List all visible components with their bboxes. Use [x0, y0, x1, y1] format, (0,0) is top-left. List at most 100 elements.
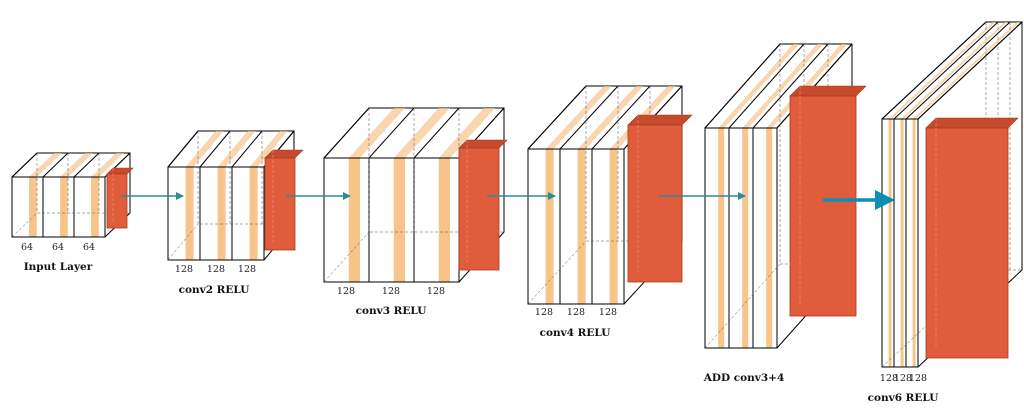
feature-slab [752, 127, 778, 349]
slab-top-stripe [742, 44, 824, 128]
hidden-edge [323, 231, 370, 283]
slab-stripe [438, 158, 450, 282]
slab-top-edge [73, 152, 100, 178]
feature-slab [728, 127, 754, 349]
dimension-label: 64 [83, 242, 95, 253]
slab-top-edge [728, 43, 805, 129]
relu-panel-top [106, 167, 134, 175]
hidden-edge [167, 223, 199, 261]
hidden-edge [704, 263, 781, 349]
dimension-label: 128 [894, 373, 912, 384]
feature-slab [11, 176, 44, 238]
relu-panel [458, 147, 500, 271]
layer-front-outline [881, 118, 919, 368]
dimension-label: 64 [52, 242, 64, 253]
slab-top-edge [199, 130, 231, 168]
hidden-edge [368, 108, 504, 233]
feature-slab [413, 157, 460, 283]
layer-conv2: 128 128 128 conv2 RELU [167, 130, 304, 296]
dimension-label: 128 [599, 307, 617, 318]
slab-top-stripe [577, 86, 644, 149]
layer-front-outline [11, 176, 106, 238]
layer-caption: conv3 RELU [356, 305, 427, 317]
slab-top-edge [368, 107, 415, 159]
dimension-label: 128 [535, 307, 553, 318]
dimension-label: 128 [909, 373, 927, 384]
dimension-label: 128 [427, 286, 445, 297]
feature-slab [323, 157, 370, 283]
slab-stripe [766, 128, 773, 348]
layer-caption: conv2 RELU [179, 284, 250, 296]
slab-stripe [60, 177, 68, 237]
relu-panel-top [925, 117, 1019, 129]
slab-stripe [912, 119, 916, 367]
slab-top-stripe [348, 108, 405, 158]
relu-panel [264, 157, 296, 251]
slab-top-stripe [900, 22, 1008, 119]
layer-front-outline [704, 127, 778, 349]
slab-stripe [718, 128, 725, 348]
feature-slab [704, 127, 730, 349]
slab-top-stripe [185, 131, 224, 167]
feature-slab [591, 148, 625, 305]
relu-panel [627, 124, 683, 283]
slab-top-edge [42, 152, 69, 178]
slab-top-stripe [393, 108, 450, 158]
slab-top-stripe [545, 86, 612, 149]
hidden-edge [11, 212, 38, 238]
layer-caption: conv4 RELU [540, 327, 611, 339]
slab-stripe [393, 158, 405, 282]
layer-conv4: 128 128 128 conv4 RELU [527, 85, 693, 339]
feature-slab [199, 166, 233, 261]
dimension-label: 128 [207, 264, 225, 275]
slab-stripe [348, 158, 360, 282]
slab-top-edge [323, 107, 370, 159]
relu-panel [106, 173, 128, 229]
layer-add: ADD conv3+4 [703, 43, 867, 384]
slab-top-edge [231, 130, 263, 168]
dimension-label: 128 [567, 307, 585, 318]
feature-slab [167, 166, 201, 261]
slab-top-edge [559, 85, 619, 150]
slab-top-edge [11, 152, 38, 178]
dimension-label: 128 [238, 264, 256, 275]
slab-top-edge [413, 107, 460, 159]
slab-top-edge [905, 21, 1011, 120]
feature-slab [881, 118, 895, 368]
dimension-label: 128 [175, 264, 193, 275]
slab-top-edge [704, 43, 781, 129]
slab-top-stripe [249, 131, 288, 167]
layer-caption: Input Layer [24, 261, 93, 273]
dimension-label: 128 [880, 373, 898, 384]
slab-top-stripe [438, 108, 495, 158]
slab-stripe [217, 167, 226, 260]
slab-top-edge [893, 21, 999, 120]
dimension-label: 128 [382, 286, 400, 297]
feature-slab [42, 176, 75, 238]
feature-slab [527, 148, 561, 305]
slab-stripe [888, 119, 892, 367]
layer-caption: conv6 RELU [868, 392, 939, 404]
slab-stripe [249, 167, 258, 260]
slab-top-edge [881, 21, 987, 120]
slab-stripe [900, 119, 904, 367]
slab-top-stripe [718, 44, 800, 128]
feature-slab [893, 118, 907, 368]
hidden-edge [527, 240, 587, 305]
relu-panel [789, 95, 857, 317]
layer-front-outline [167, 166, 265, 261]
layer-front-outline [527, 148, 625, 305]
slab-stripe [742, 128, 749, 348]
feature-slab [559, 148, 593, 305]
relu-panel-top [789, 85, 867, 97]
slab-top-edge [167, 130, 199, 168]
relu-panel-top [458, 139, 508, 149]
slab-stripe [577, 149, 586, 304]
slab-top-stripe [217, 131, 256, 167]
slab-stripe [91, 177, 99, 237]
slab-stripe [609, 149, 618, 304]
dimension-label: 128 [337, 286, 355, 297]
